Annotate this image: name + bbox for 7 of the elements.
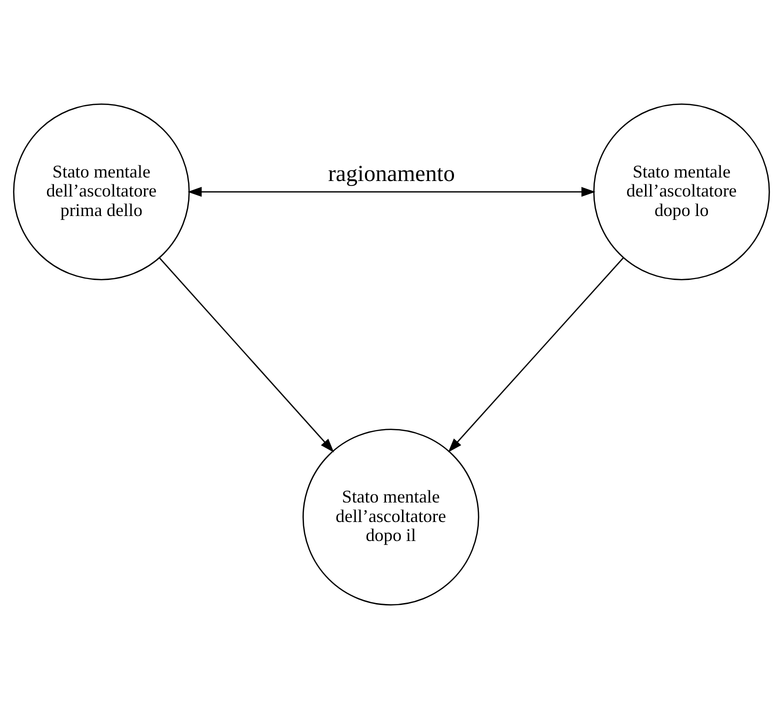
arrow [159,257,334,452]
node-circle: Stato mentale dell’ascoltatore dopo lo [593,102,770,280]
edge-label: ragionamento [328,159,455,186]
arrow [448,256,624,452]
node-circle: Stato mentale dell’ascoltatore dopo il [302,428,480,606]
node-circle: Stato mentale dell’ascoltatore prima dello [13,102,190,280]
arrow [188,186,596,196]
